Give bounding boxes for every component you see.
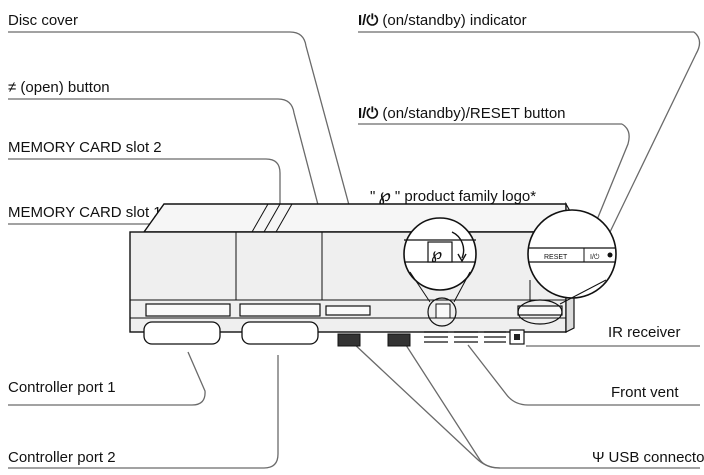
top-ridge-line [275,203,293,233]
front-vent-leader [467,344,529,406]
open-button [325,305,371,316]
product-logo-label: "℘" product family logo* [370,185,536,205]
disc-cover-label: Disc cover [8,12,78,29]
top-ridge-line [251,203,269,233]
playstation-logo-icon: ℘ [431,244,442,263]
standby-indicator-leader [609,31,701,233]
memory-card-slot-2 [239,303,321,317]
controller-port-2-leader [263,355,279,469]
reset-magnifier: RESET I/⏻ [517,209,617,325]
logo-magnifier: ℘ [403,217,477,327]
open-button-leader [277,98,347,313]
console-top-surface [142,203,567,233]
controller-port-1-leader [187,351,206,406]
console-front [129,231,567,333]
usb-connector-leader-2 [403,341,501,469]
reset-button [517,305,563,316]
standby-indicator-led [607,252,613,258]
power-icon: I/⏻ [358,105,378,122]
controller-port-2-label: Controller port 2 [8,449,116,466]
memory-card-slot-1 [145,303,231,317]
rotate-arrow-icon [451,231,465,259]
reset-button-leader [591,123,630,233]
memory-card-slot-2-label: MEMORY CARD slot 2 [8,139,162,156]
front-vent [424,331,506,343]
controller-port-1-label: Controller port 1 [8,379,116,396]
playstation-logo-icon: ℘ [378,185,391,205]
reset-source-circle [517,299,563,325]
top-ridge-line [263,203,281,233]
open-button-label: ≠ (open) button [8,79,110,96]
usb-port-1 [337,333,361,347]
front-vent-label: Front vent [611,384,679,401]
reset-marking: RESET [544,254,568,261]
usb-port-2 [387,333,411,347]
standby-indicator-label: I/⏻ (on/standby) indicator [358,12,527,29]
usb-icon: Ψ [592,449,605,466]
reset-button-label: I/⏻ (on/standby)/RESET button [358,105,566,122]
controller-port-1 [143,321,221,345]
memory-card-slot-2-leader [265,158,281,320]
controller-port-2 [241,321,319,345]
memory-card-slot-1-label: MEMORY CARD slot 1 [8,204,162,221]
console-body [129,201,575,347]
ir-receiver-window [514,334,520,340]
usb-connector-leader-1 [351,341,501,469]
logo-source-circle [427,297,457,327]
disc-cover-leader [289,31,367,269]
ir-receiver-label: IR receiver [608,324,681,341]
power-icon: I/⏻ [358,12,378,29]
power-marking: I/⏻ [590,253,600,261]
logo-mark [435,303,451,319]
reset-zoom-circle [527,209,617,299]
